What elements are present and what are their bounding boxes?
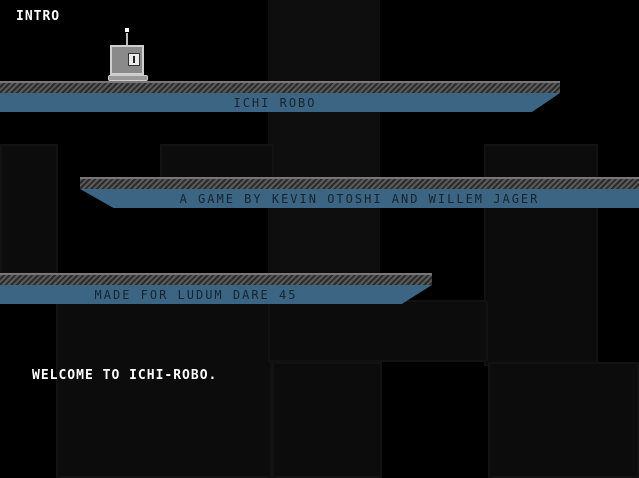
background-block: [272, 362, 382, 478]
platform-hatch: [0, 273, 432, 285]
platform-band: A GAME BY KEVIN OTOSHI AND WILLEM JAGER: [80, 189, 639, 208]
robot-body: [110, 45, 144, 75]
robot-antenna-light: [125, 28, 129, 32]
robot-antenna: [126, 33, 128, 45]
level-label: INTRO: [16, 9, 61, 24]
robot-base: [108, 75, 148, 81]
platform-hatch: [0, 81, 560, 93]
robot-eye: [128, 53, 140, 66]
background-block: [56, 300, 272, 478]
platform-band: MADE FOR LUDUM DARE 45: [0, 285, 432, 304]
robot-pupil: [133, 56, 135, 63]
platform-hatch: [80, 177, 639, 189]
background-block: [268, 300, 488, 362]
platform-label: A GAME BY KEVIN OTOSHI AND WILLEM JAGER: [179, 191, 540, 206]
platform-label: ICHI ROBO: [233, 95, 317, 110]
platform-credits: A GAME BY KEVIN OTOSHI AND WILLEM JAGER: [80, 177, 639, 208]
robot-icon: [108, 28, 148, 84]
background-block: [488, 362, 639, 478]
dialog-text: WELCOME TO ICHI-ROBO.: [32, 368, 218, 383]
platform-title: ICHI ROBO: [0, 81, 560, 112]
background-block: [0, 144, 58, 274]
platform-event: MADE FOR LUDUM DARE 45: [0, 273, 432, 304]
platform-band: ICHI ROBO: [0, 93, 560, 112]
platform-label: MADE FOR LUDUM DARE 45: [94, 287, 298, 302]
